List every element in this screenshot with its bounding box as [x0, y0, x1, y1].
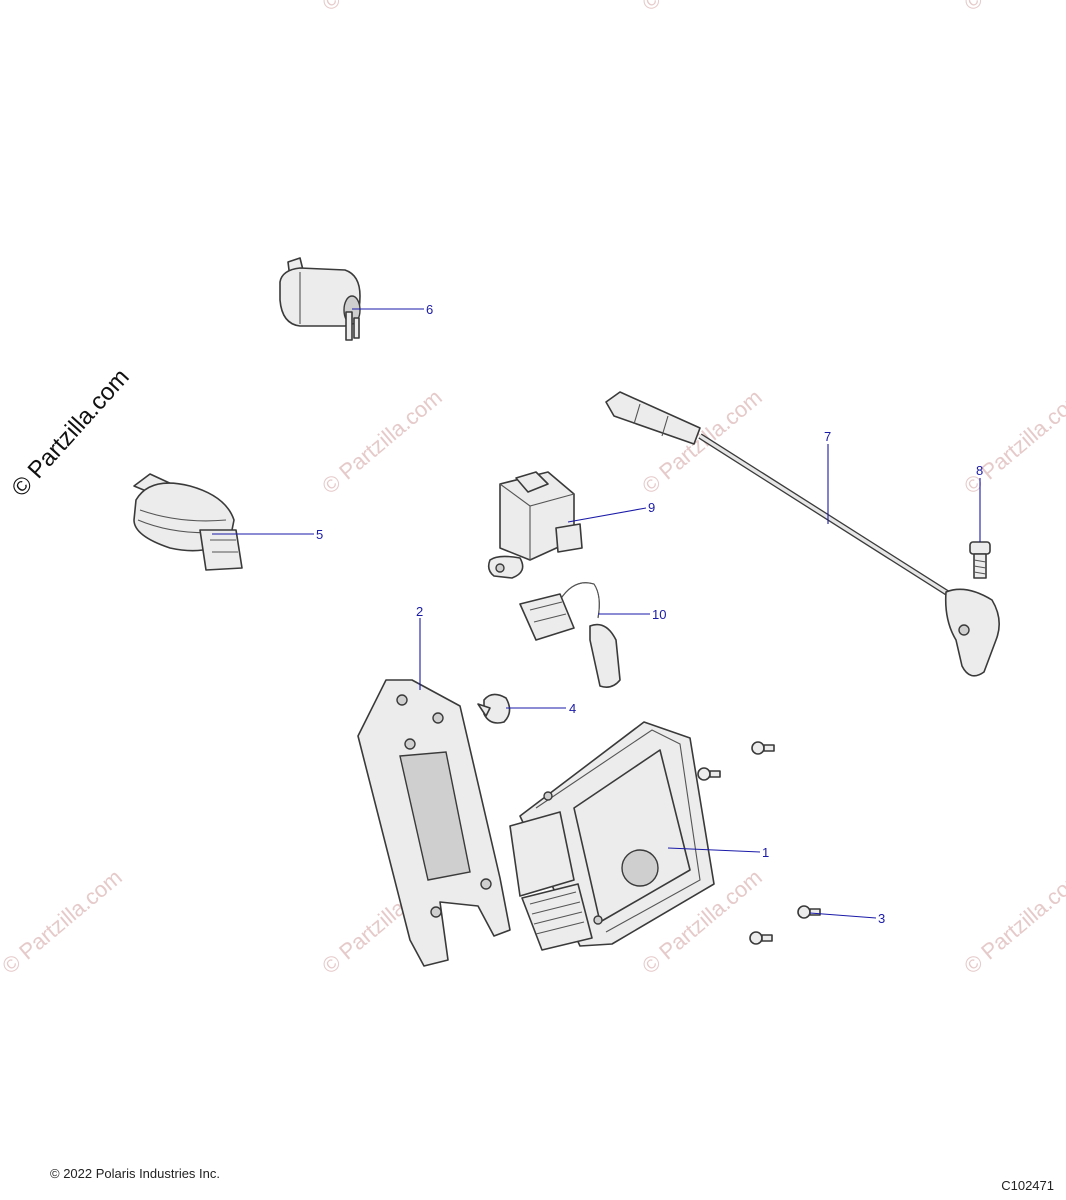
callout-2: 2	[416, 604, 423, 619]
callout-1: 1	[762, 845, 769, 860]
part-3-screws	[697, 741, 821, 945]
watermark: © Partzilla.com	[317, 384, 447, 498]
copyright-notice: © 2022 Polaris Industries Inc.	[50, 1166, 220, 1181]
watermark: © Partzilla.com	[959, 384, 1066, 498]
callout-4: 4	[569, 701, 576, 716]
part-1-ecu	[509, 721, 715, 951]
part-2-bracket	[357, 679, 511, 967]
callout-8: 8	[976, 463, 983, 478]
part-8-bolt	[969, 541, 991, 579]
brand-watermark: © Partzilla.com	[6, 364, 134, 502]
leader-line-9	[567, 507, 647, 523]
leader-line-3	[809, 912, 877, 919]
watermark: © Partzilla.com	[959, 0, 1066, 16]
callout-9: 9	[648, 500, 655, 515]
callout-6: 6	[426, 302, 433, 317]
watermark: © Partzilla.com	[637, 0, 767, 16]
watermark: © Partzilla.com	[0, 864, 127, 978]
watermark: © Partzilla.com	[959, 864, 1066, 978]
part-7-speed-sensor	[605, 391, 1000, 677]
callout-3: 3	[878, 911, 885, 926]
part-6-switch	[279, 257, 361, 341]
callout-10: 10	[652, 607, 666, 622]
callout-labels: 1 2 3 4 5 6 7 8 9 10	[316, 302, 983, 926]
callout-7: 7	[824, 429, 831, 444]
watermark: © Partzilla.com	[317, 0, 447, 16]
part-5-sensor	[133, 473, 243, 571]
part-9-relay	[487, 471, 583, 579]
callout-5: 5	[316, 527, 323, 542]
watermark: © Partzilla.com	[637, 384, 767, 498]
part-10-harness	[519, 582, 621, 688]
leader-lines	[212, 308, 981, 919]
leader-line-1	[667, 847, 761, 853]
part-4-clip	[477, 693, 511, 724]
figure-id: C102471	[1001, 1178, 1054, 1193]
